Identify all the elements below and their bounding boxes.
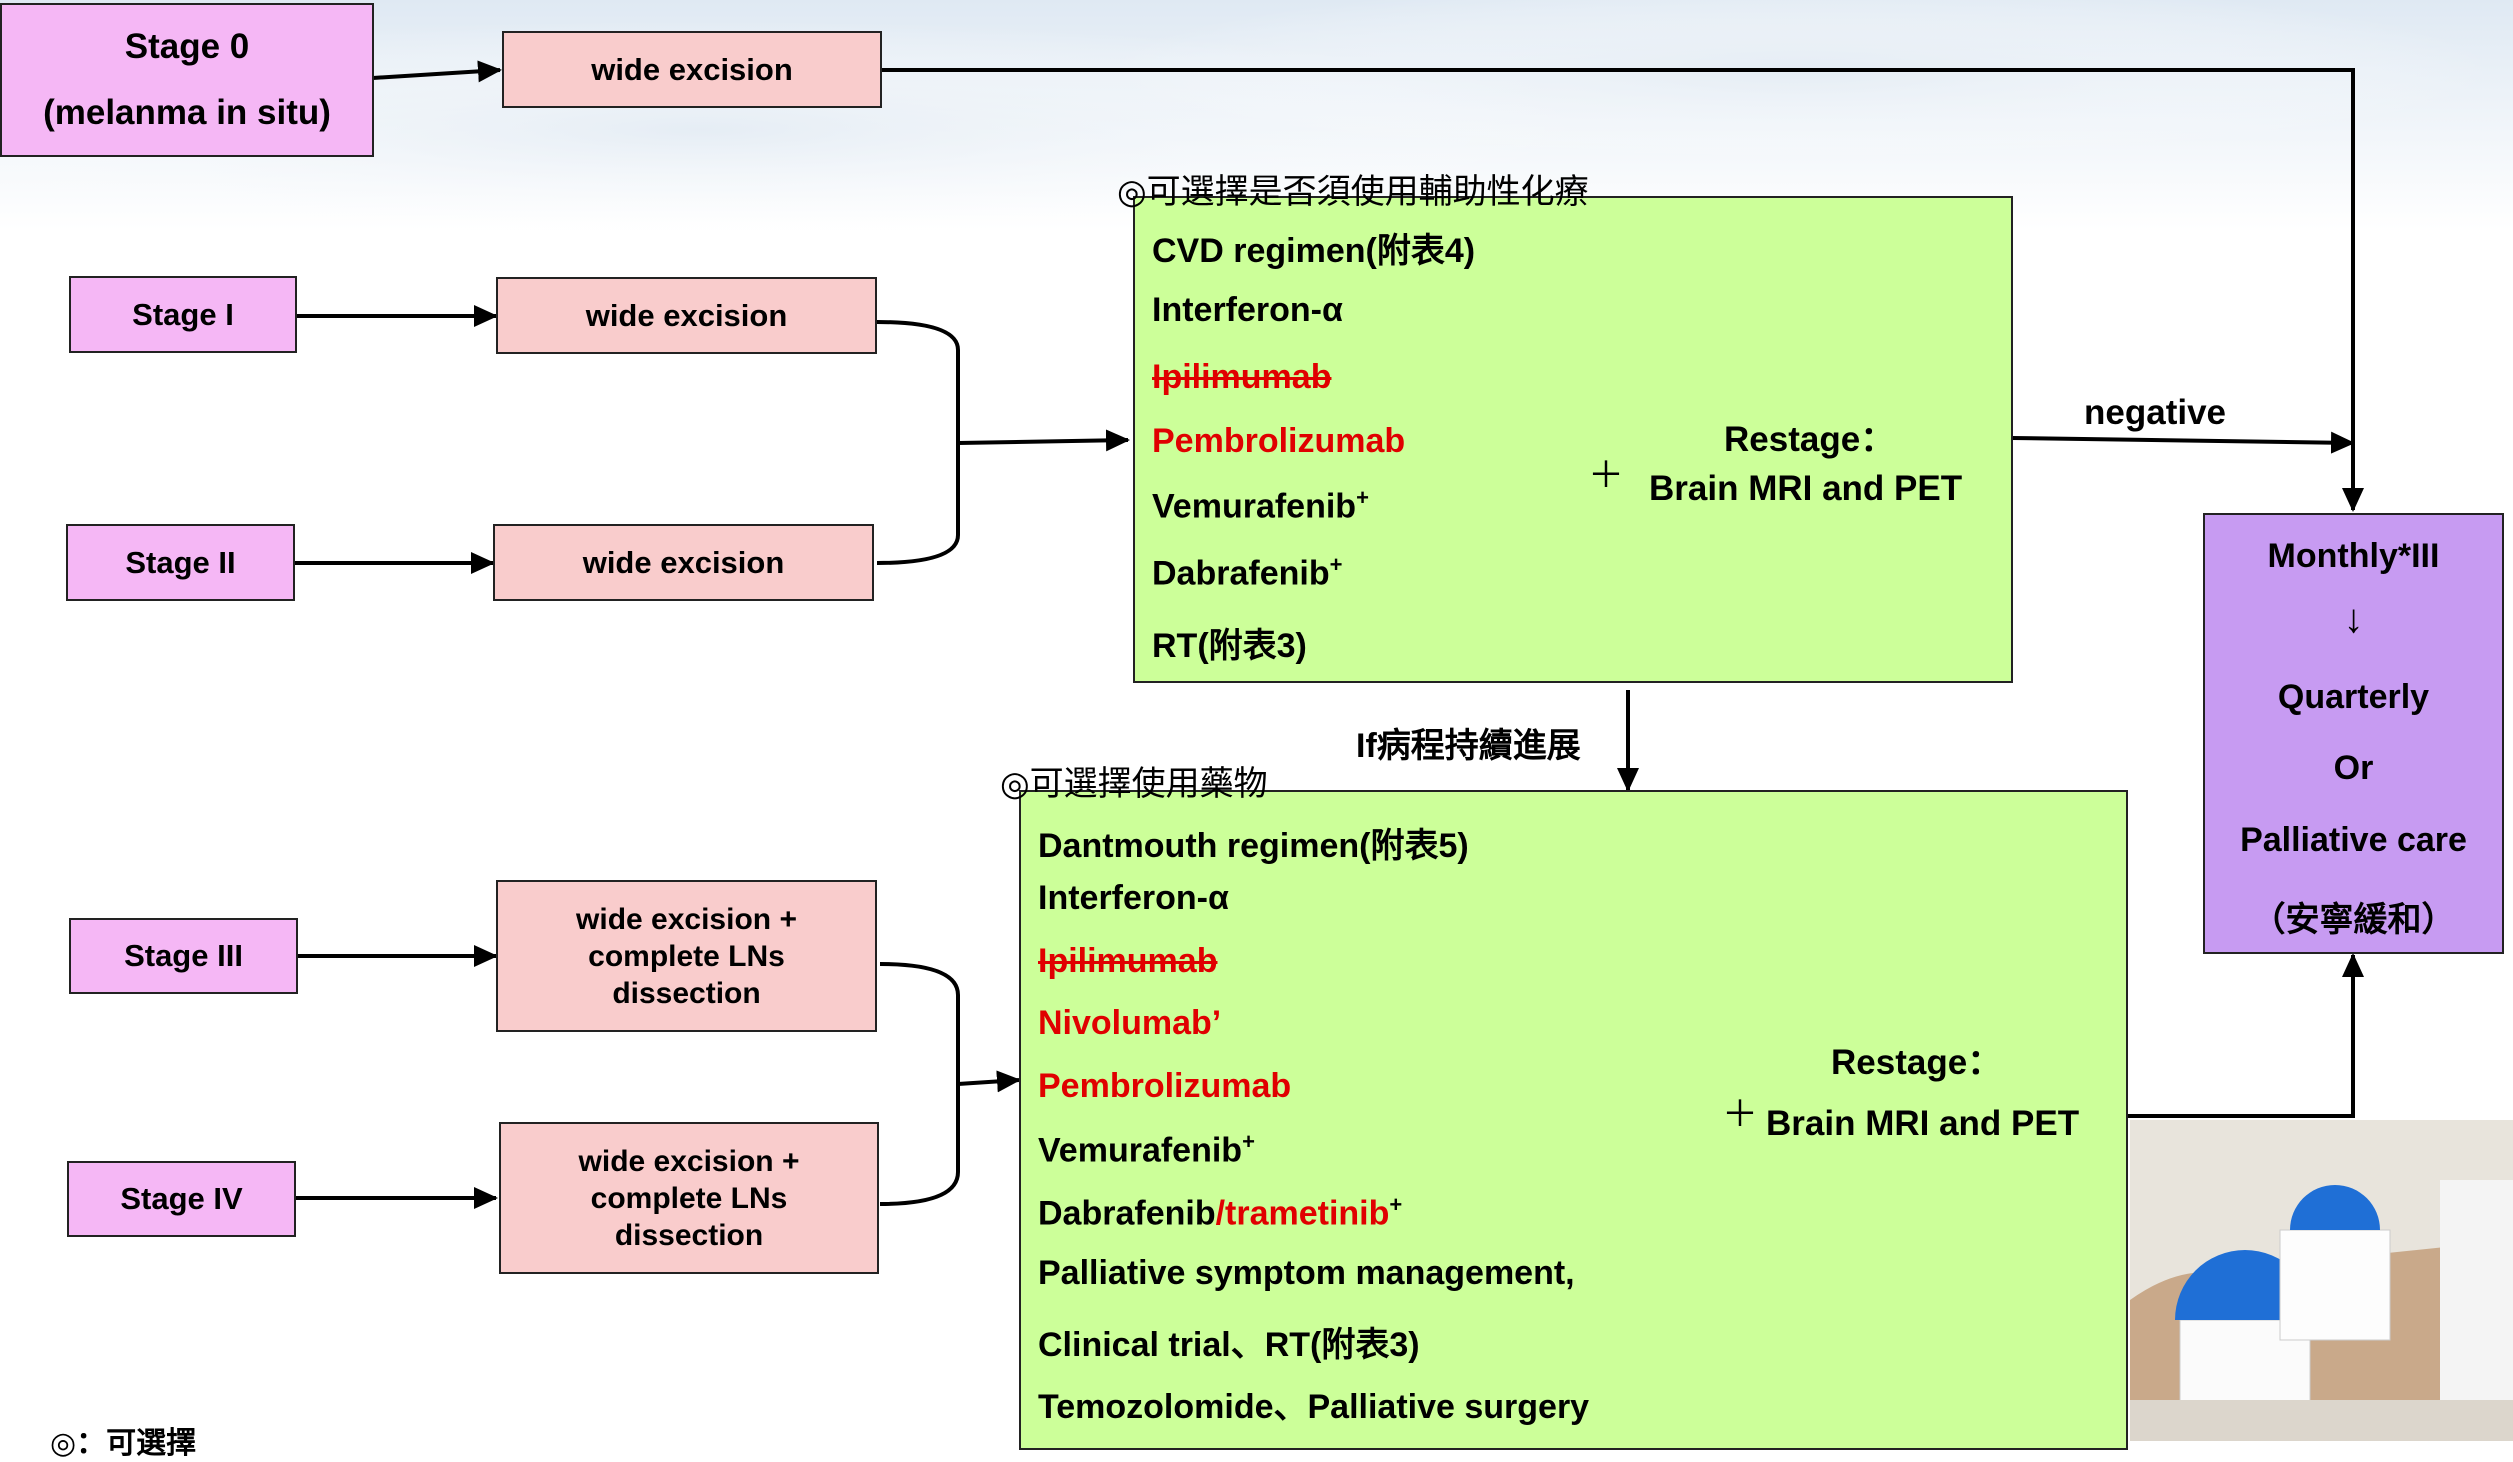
stage-1-box: Stage I bbox=[69, 276, 297, 353]
adjuvant-item-cvd: CVD regimen(附表4) bbox=[1152, 232, 1476, 270]
treatment-stage-4-line-3: dissection bbox=[614, 1218, 764, 1252]
adjuvant-vemurafenib-sup: + bbox=[1356, 485, 1369, 510]
adjuvant-plus-sign: ＋ bbox=[1588, 454, 1625, 495]
arrow-stage0-followup bbox=[882, 68, 2364, 512]
adjuvant-note: ◎可選擇是否須使用輔助性化療 bbox=[1117, 172, 1589, 212]
advanced-item-vemurafenib: Vemurafenib+ bbox=[1038, 1129, 1255, 1170]
treatment-stage-3-box: wide excision + complete LNs dissection bbox=[496, 880, 877, 1032]
followup-or: Or bbox=[2333, 749, 2374, 788]
stage-2-label: Stage II bbox=[125, 544, 236, 580]
adjuvant-item-interferon: Interferon-α bbox=[1152, 291, 1343, 329]
stage-0-box: Stage 0 (melanma in situ) bbox=[0, 3, 374, 157]
adjuvant-restage-detail: Brain MRI and PET bbox=[1649, 469, 1963, 508]
arrow-advanced-followup bbox=[2128, 953, 2364, 1118]
advanced-vemurafenib-label: Vemurafenib bbox=[1038, 1131, 1243, 1170]
brace-stage3-4 bbox=[879, 962, 960, 1206]
treatment-stage-3-line-3: dissection bbox=[612, 976, 761, 1010]
edge-label-progression: If病程持續進展 bbox=[1356, 727, 1581, 765]
stage-1-label: Stage I bbox=[132, 296, 234, 332]
adjuvant-dabrafenib-label: Dabrafenib bbox=[1152, 554, 1330, 593]
advanced-dabrafenib-sup: + bbox=[1389, 1192, 1403, 1217]
santorini-illustration bbox=[2130, 1120, 2513, 1441]
treatment-stage-2-box: wide excision bbox=[493, 524, 874, 601]
stage-4-label: Stage IV bbox=[120, 1181, 243, 1216]
advanced-dabrafenib-label: Dabrafenib bbox=[1038, 1194, 1216, 1233]
treatment-stage-1-box: wide excision bbox=[496, 277, 877, 354]
stage-3-box: Stage III bbox=[69, 918, 298, 994]
followup-palliative-care: Palliative care bbox=[2240, 820, 2467, 859]
adjuvant-vemurafenib-label: Vemurafenib bbox=[1152, 487, 1357, 526]
followup-down-arrow: ↓ bbox=[2343, 596, 2364, 641]
stage-0-subtitle: (melanma in situ) bbox=[43, 93, 331, 132]
adjuvant-item-rt: RT(附表3) bbox=[1152, 627, 1307, 665]
legend-note: ◎：可選擇 bbox=[50, 1427, 197, 1460]
adjuvant-item-vemurafenib: Vemurafenib+ bbox=[1152, 485, 1369, 526]
brace-stage1-2 bbox=[876, 320, 960, 565]
advanced-therapy-box bbox=[1019, 790, 2128, 1450]
adjuvant-therapy-box bbox=[1133, 196, 2013, 683]
adjuvant-dabrafenib-sup: + bbox=[1329, 552, 1343, 577]
advanced-item-temozolomide: Temozolomide、Palliative surgery bbox=[1038, 1388, 1590, 1426]
treatment-stage-2-label: wide excision bbox=[582, 544, 785, 580]
advanced-restage-label: Restage： bbox=[1831, 1043, 2003, 1082]
adjuvant-item-ipilimumab: Ipilimumab bbox=[1152, 358, 1332, 396]
advanced-item-nivolumab: Nivolumab’ bbox=[1038, 1004, 1222, 1042]
advanced-item-interferon: Interferon-α bbox=[1038, 879, 1229, 917]
stage-0-title: Stage 0 bbox=[124, 27, 250, 66]
arrow-to-advanced bbox=[957, 1070, 1021, 1093]
treatment-stage-3-line-2: complete LNs bbox=[588, 939, 785, 973]
stage-3-label: Stage III bbox=[124, 938, 243, 973]
treatment-stage-0-label: wide excision bbox=[591, 51, 793, 87]
advanced-item-ipilimumab: Ipilimumab bbox=[1038, 942, 1218, 980]
followup-hospice: （安寧緩和） bbox=[2251, 900, 2456, 941]
followup-box: Monthly*III ↓ Quarterly Or Palliative ca… bbox=[2203, 513, 2504, 954]
advanced-item-clinical-trial: Clinical trial、RT(附表3) bbox=[1038, 1326, 1420, 1364]
edge-label-negative: negative bbox=[2084, 393, 2226, 432]
stage-4-box: Stage IV bbox=[67, 1161, 296, 1237]
treatment-stage-4-line-2: complete LNs bbox=[590, 1181, 788, 1215]
adjuvant-item-pembrolizumab: Pembrolizumab bbox=[1152, 422, 1406, 460]
advanced-item-dantmouth: Dantmouth regimen(附表5) bbox=[1038, 827, 1469, 865]
advanced-item-dabrafenib: Dabrafenib/trametinib+ bbox=[1038, 1192, 1402, 1233]
advanced-vemurafenib-sup: + bbox=[1242, 1129, 1255, 1154]
treatment-stage-1-label: wide excision bbox=[585, 297, 788, 333]
adjuvant-restage-label: Restage： bbox=[1724, 420, 1896, 459]
advanced-trametinib-label: /trametinib bbox=[1215, 1194, 1390, 1233]
treatment-stage-4-box: wide excision + complete LNs dissection bbox=[499, 1122, 879, 1274]
advanced-note: ◎可選擇使用藥物 bbox=[1000, 764, 1268, 804]
arrow-to-adjuvant bbox=[957, 429, 1130, 452]
followup-monthly: Monthly*III bbox=[2267, 537, 2440, 575]
advanced-item-pembrolizumab: Pembrolizumab bbox=[1038, 1067, 1292, 1105]
advanced-plus-sign: ＋ bbox=[1722, 1093, 1759, 1134]
advanced-restage-detail: Brain MRI and PET bbox=[1766, 1104, 2080, 1143]
arrow-stage0-treatment bbox=[372, 60, 502, 83]
followup-quarterly: Quarterly bbox=[2277, 677, 2430, 716]
treatment-stage-4-line-1: wide excision + bbox=[578, 1144, 800, 1178]
stage-2-box: Stage II bbox=[66, 524, 295, 601]
adjuvant-item-dabrafenib: Dabrafenib+ bbox=[1152, 552, 1342, 593]
treatment-stage-3-line-1: wide excision + bbox=[576, 902, 797, 936]
arrow-negative-followup bbox=[2011, 431, 2355, 454]
advanced-item-palliative-management: Palliative symptom management, bbox=[1038, 1254, 1575, 1292]
treatment-stage-0-box: wide excision bbox=[502, 31, 882, 108]
